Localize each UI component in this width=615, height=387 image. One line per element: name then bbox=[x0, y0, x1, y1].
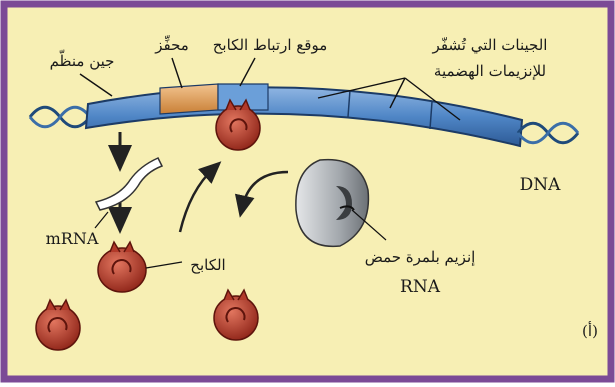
promoter-segment bbox=[160, 84, 218, 114]
digestive-genes-label-line1: الجينات التي تُشفّر bbox=[432, 36, 548, 54]
repressor-binding-site-label: موقع ارتباط الكابح bbox=[213, 36, 327, 54]
dna-label: DNA bbox=[520, 175, 562, 195]
digestive-genes-label-line2: للإنزيمات الهضمية bbox=[434, 62, 546, 80]
mrna-label: mRNA bbox=[46, 229, 99, 248]
polymerase-label-line2: RNA bbox=[400, 277, 441, 297]
polymerase-label-line1: إنزيم بلمرة حمض bbox=[365, 248, 476, 266]
panel-label: (أ) bbox=[582, 321, 598, 340]
promoter-label: محفِّز bbox=[154, 34, 189, 54]
regulator-gene-label: جين منظّم bbox=[50, 49, 115, 70]
rna-polymerase bbox=[296, 160, 369, 247]
repressor-label: الكابح bbox=[190, 256, 225, 274]
